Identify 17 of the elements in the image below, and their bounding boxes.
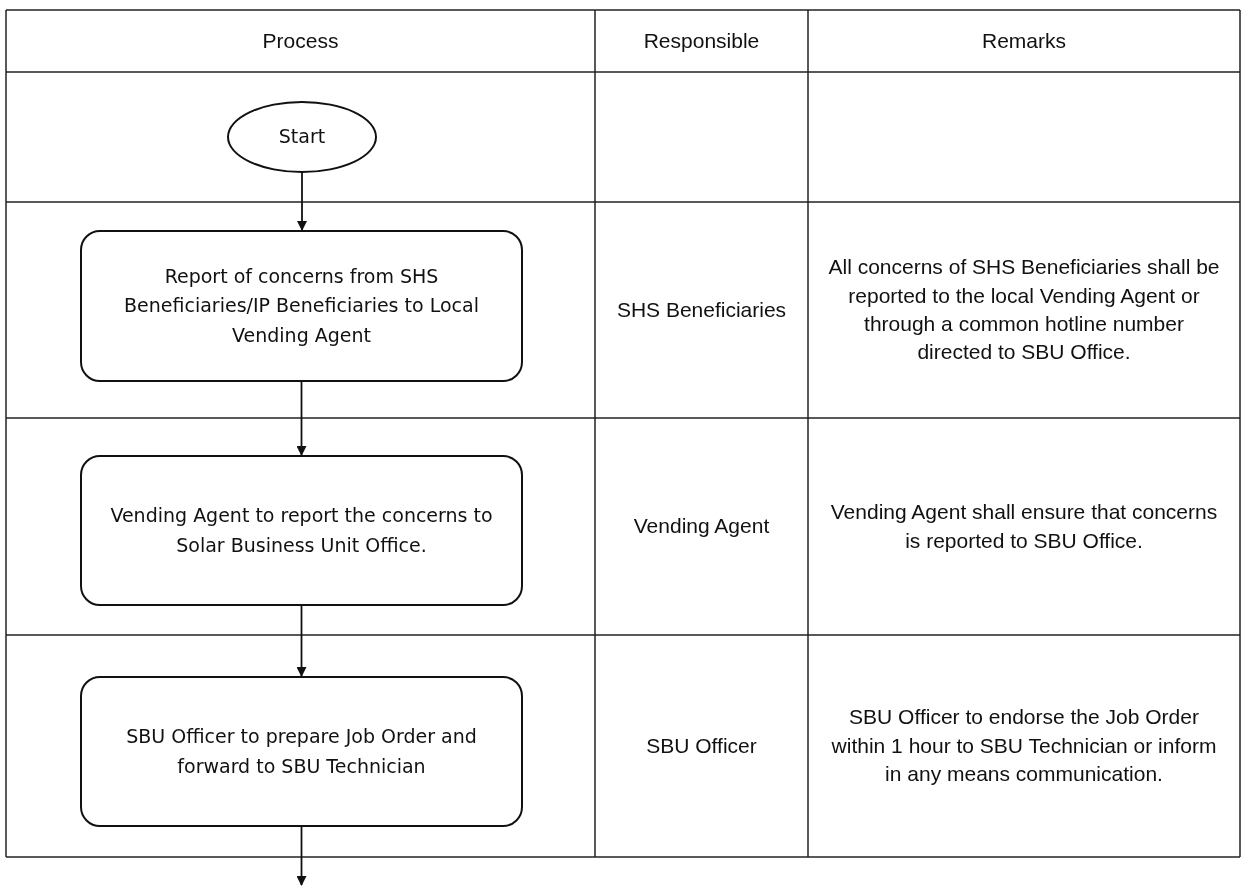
remark-text: Vending Agent shall ensure that concerns is reported to SBU Office. (829, 499, 1219, 554)
remark-text: SBU Officer to endorse the Job Order within 1 hour to SBU Technician or inform in any means communication. (830, 704, 1218, 788)
arrow (297, 172, 307, 231)
arrow (296, 381, 307, 456)
responsible-text: SBU Officer (646, 732, 757, 759)
process-box: Report of concerns from SHS Beneficiaries/IP Beneficiaries to Local Vending Agent (80, 230, 523, 382)
process-box: Vending Agent to report the concerns to Solar Business Unit Office. (80, 455, 523, 606)
responsible-text: SHS Beneficiaries (616, 296, 787, 323)
remark-text: All concerns of SHS Beneficiaries shall be reported to the local Vending Agent or through a common hotline number directed to SBU Office. (827, 254, 1221, 366)
start-ellipse: Start (227, 101, 377, 173)
arrow (296, 826, 307, 886)
column-header: Remarks (982, 27, 1066, 54)
responsible-text: Vending Agent (633, 513, 770, 540)
column-header: Responsible (643, 27, 760, 54)
process-box: SBU Officer to prepare Job Order and forward to SBU Technician (80, 676, 523, 827)
arrow (296, 605, 307, 677)
column-header: Process (262, 27, 339, 54)
